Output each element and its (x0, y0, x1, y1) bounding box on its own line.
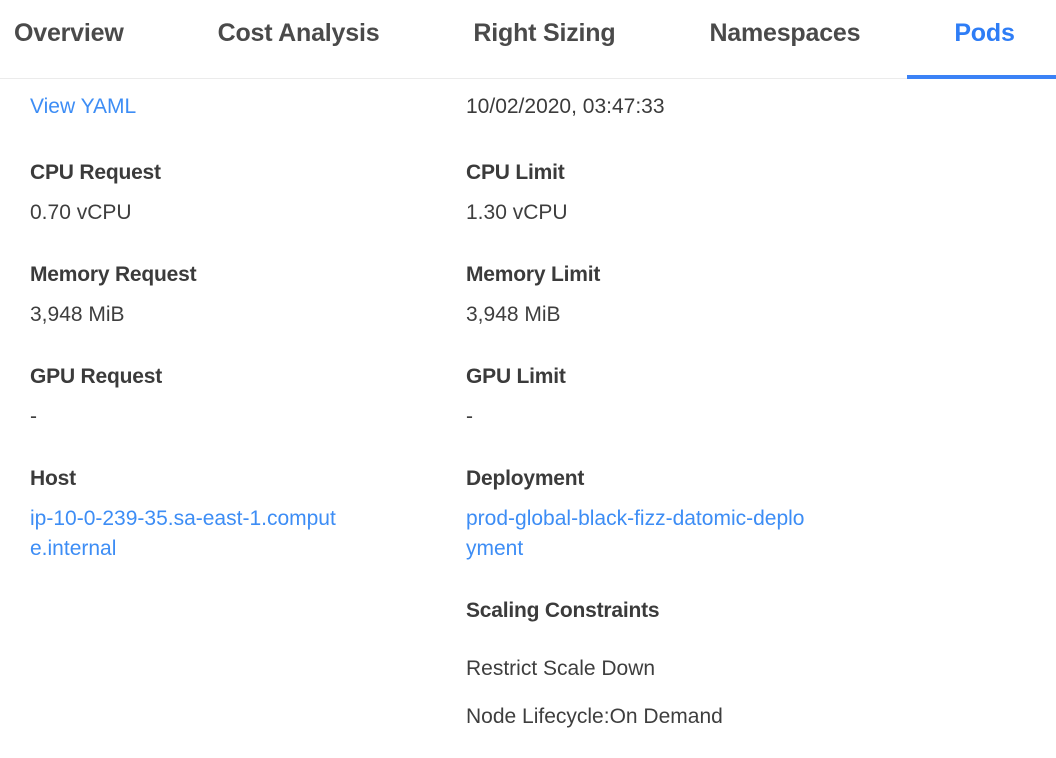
host-link[interactable]: ip-10-0-239-35.sa-east-1.compute.interna… (30, 507, 336, 560)
tab-cost-analysis[interactable]: Cost Analysis (217, 19, 380, 47)
field-gpu-request: GPU Request - (30, 362, 162, 432)
field-value: - (30, 405, 37, 428)
constraint-node-lifecycle: Node Lifecycle:On Demand (466, 705, 723, 728)
pod-detail-content: View YAML CPU Request 0.70 vCPU Memory R… (0, 79, 1056, 750)
field-memory-request: Memory Request 3,948 MiB (30, 260, 197, 330)
tab-overview[interactable]: Overview (14, 19, 124, 47)
field-gpu-limit: GPU Limit - (466, 362, 566, 432)
field-value: 3,948 MiB (466, 303, 561, 326)
tab-namespaces[interactable]: Namespaces (709, 19, 861, 47)
tab-bar: Overview Cost Analysis Right Sizing Name… (0, 0, 1056, 79)
field-value: 0.70 vCPU (30, 201, 132, 224)
field-memory-limit: Memory Limit 3,948 MiB (466, 260, 600, 330)
left-column: View YAML CPU Request 0.70 vCPU Memory R… (30, 92, 466, 750)
field-cpu-limit: CPU Limit 1.30 vCPU (466, 158, 568, 228)
pod-timestamp: 10/02/2020, 03:47:33 (466, 95, 665, 118)
field-label: Host (30, 467, 76, 490)
tab-right-sizing[interactable]: Right Sizing (473, 19, 616, 47)
field-host: Host ip-10-0-239-35.sa-east-1.compute.in… (30, 464, 350, 564)
field-label: GPU Request (30, 365, 162, 388)
scaling-constraints-label: Scaling Constraints (466, 599, 660, 622)
field-label: Memory Limit (466, 263, 601, 286)
tab-pods[interactable]: Pods (907, 0, 1056, 79)
field-value: 3,948 MiB (30, 303, 125, 326)
field-label: CPU Request (30, 161, 161, 184)
field-label: Deployment (466, 467, 585, 490)
field-label: CPU Limit (466, 161, 565, 184)
field-value: 1.30 vCPU (466, 201, 568, 224)
constraint-restrict-scale-down: Restrict Scale Down (466, 657, 656, 680)
field-value: - (466, 405, 473, 428)
field-deployment: Deployment prod-global-black-fizz-datomi… (466, 464, 812, 564)
deployment-link[interactable]: prod-global-black-fizz-datomic-deploymen… (466, 507, 805, 560)
view-yaml-link[interactable]: View YAML (30, 95, 137, 118)
right-column: 10/02/2020, 03:47:33 CPU Limit 1.30 vCPU… (466, 92, 1056, 750)
field-cpu-request: CPU Request 0.70 vCPU (30, 158, 161, 228)
field-label: GPU Limit (466, 365, 566, 388)
scaling-constraints-section: Scaling Constraints Restrict Scale Down … (466, 596, 723, 750)
field-label: Memory Request (30, 263, 197, 286)
